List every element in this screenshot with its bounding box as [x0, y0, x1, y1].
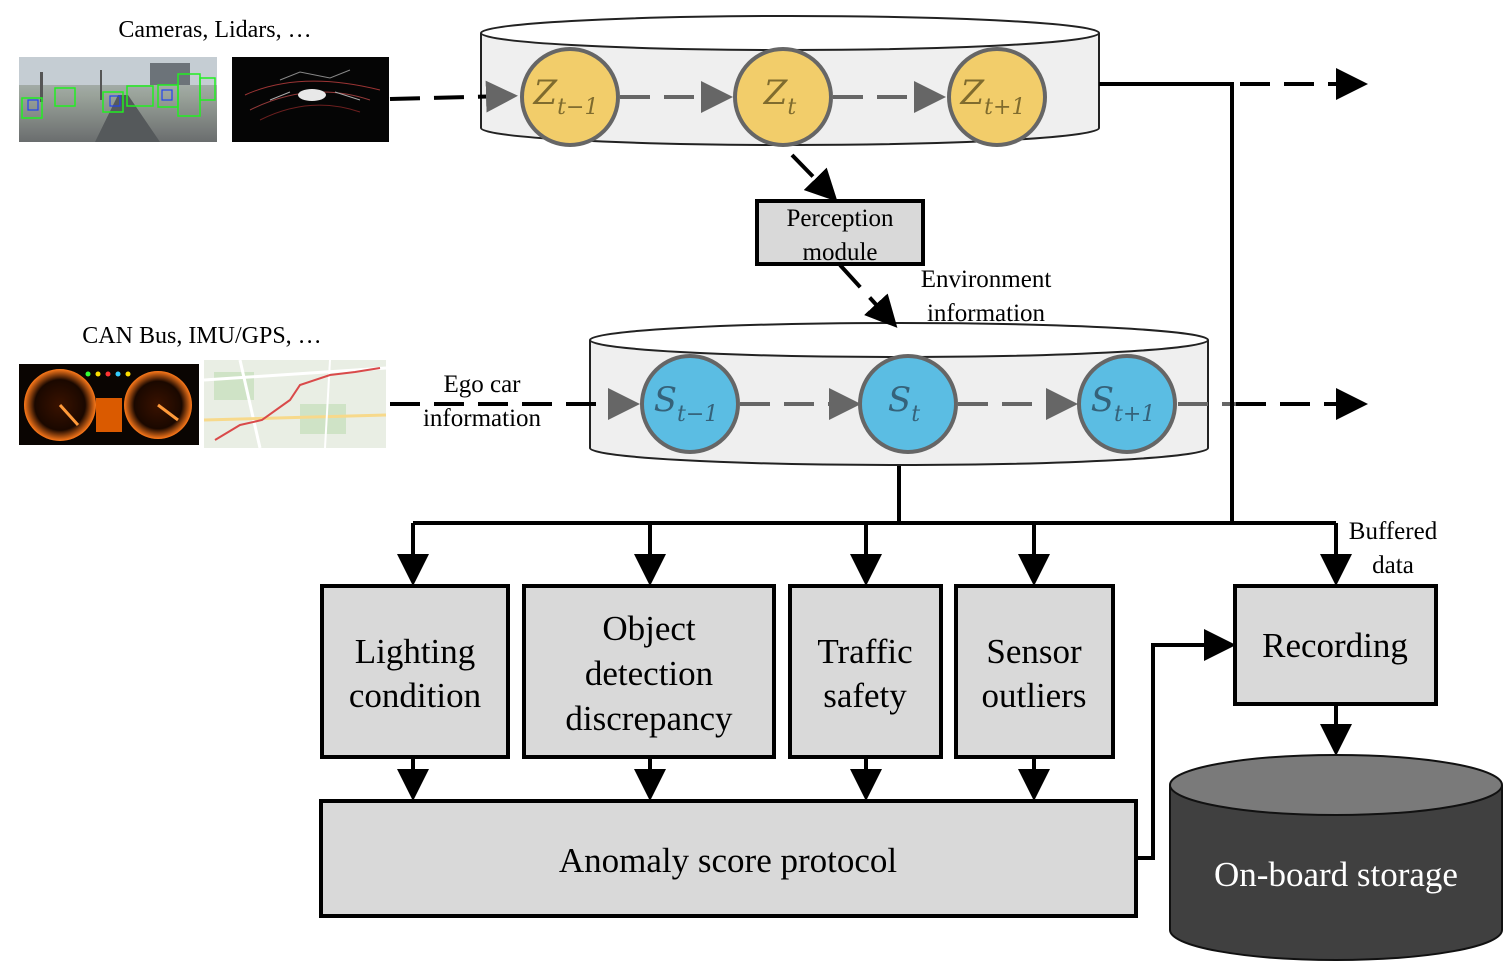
- environment-info-line2: information: [927, 300, 1046, 327]
- state-node-current-base: S: [888, 380, 911, 420]
- perception-to-state-arrow: [838, 263, 898, 328]
- svg-text:St−1: St−1: [654, 380, 719, 427]
- storage-label: On-board storage: [1214, 855, 1458, 894]
- ego-info-line2: information: [423, 405, 542, 432]
- object-line3: discrepancy: [565, 699, 733, 738]
- latent-node-next-base: Z: [960, 73, 986, 113]
- state-node-next-sub: t+1: [1114, 402, 1155, 427]
- object-line1: Object: [602, 609, 696, 648]
- ego-info-line1: Ego car: [443, 371, 521, 398]
- svg-text:St: St: [888, 380, 920, 427]
- svg-text:Zt: Zt: [763, 73, 797, 120]
- perception-module: Perception module: [755, 199, 925, 266]
- object-line2: detection: [585, 654, 713, 693]
- sensor-line1: Sensor: [986, 632, 1082, 671]
- lighting-line2: condition: [349, 676, 481, 715]
- latent-to-perception-arrow: [790, 153, 838, 202]
- lidar-image: [232, 57, 389, 142]
- vehicle-data-label: CAN Bus, IMU/GPS, …: [82, 323, 321, 349]
- latent-node-next-sub: t+1: [984, 95, 1025, 120]
- svg-text:Zt−1: Zt−1: [533, 73, 599, 120]
- lighting-line1: Lighting: [355, 632, 476, 671]
- traffic-line1: Traffic: [817, 632, 912, 671]
- buffered-data-line2: data: [1372, 552, 1414, 579]
- traffic-line2: safety: [823, 676, 907, 715]
- latent-node-prev-base: Z: [533, 73, 559, 113]
- recording-box: Recording: [1233, 584, 1438, 706]
- state-node-next: St+1: [1077, 354, 1177, 454]
- anomaly-protocol-label: Anomaly score protocol: [559, 841, 898, 880]
- sensor-line2: outliers: [982, 676, 1087, 715]
- object-detection-box: Object detection discrepancy: [522, 584, 776, 759]
- sensor-outliers-box: Sensor outliers: [954, 584, 1115, 759]
- latent-node-next: Zt+1: [947, 47, 1047, 147]
- state-node-current: St: [858, 354, 958, 454]
- latent-node-current-sub: t: [787, 95, 796, 120]
- dashboard-image: [19, 364, 199, 445]
- sensor-input-arrow: [389, 80, 518, 113]
- onboard-storage-cylinder: On-board storage: [1169, 754, 1503, 961]
- perception-line1: Perception: [787, 205, 894, 232]
- lighting-condition-box: Lighting condition: [320, 584, 510, 759]
- latent-node-current: Zt: [733, 47, 833, 147]
- recording-label: Recording: [1262, 626, 1408, 665]
- traffic-safety-box: Traffic safety: [788, 584, 943, 759]
- state-node-next-base: S: [1091, 380, 1114, 420]
- latent-node-prev: Zt−1: [520, 47, 620, 147]
- environment-info-line1: Environment: [921, 266, 1052, 293]
- camera-image: [19, 57, 217, 142]
- anomaly-score-protocol-box: Anomaly score protocol: [319, 799, 1138, 918]
- latent-node-prev-sub: t−1: [557, 95, 598, 120]
- state-node-prev: St−1: [640, 354, 740, 454]
- latent-node-current-base: Z: [763, 73, 789, 113]
- latent-buffer-line: [1099, 82, 1234, 523]
- state-node-prev-sub: t−1: [677, 402, 718, 427]
- state-node-prev-base: S: [654, 380, 677, 420]
- protocol-to-recording-arrow: [1136, 629, 1236, 860]
- sensors-label: Cameras, Lidars, …: [118, 17, 311, 43]
- svg-text:Zt+1: Zt+1: [960, 73, 1026, 120]
- svg-text:St+1: St+1: [1091, 380, 1156, 427]
- gps-map-image: [203, 359, 387, 449]
- state-node-current-sub: t: [911, 402, 920, 427]
- perception-line2: module: [803, 239, 878, 266]
- buffered-data-line1: Buffered: [1349, 518, 1438, 545]
